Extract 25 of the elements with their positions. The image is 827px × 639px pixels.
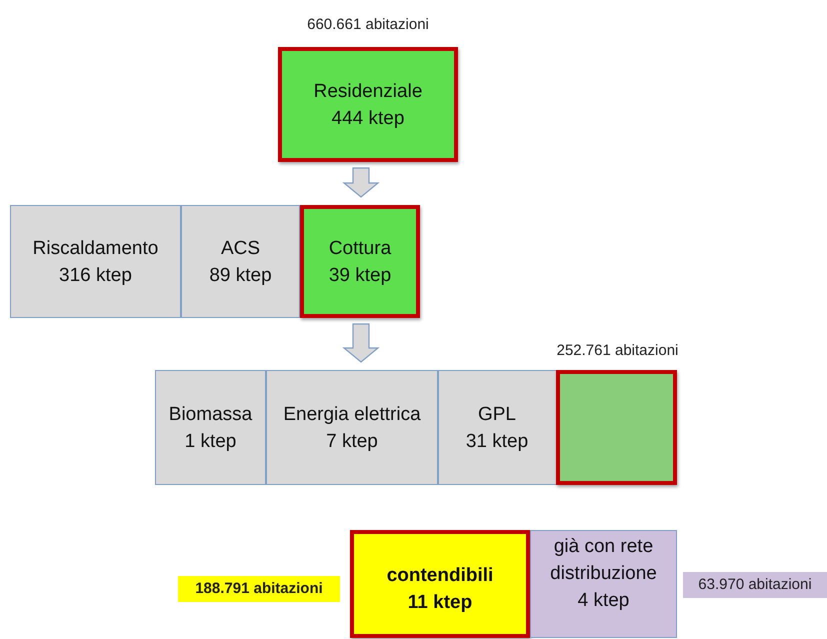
block-arrow	[342, 167, 380, 198]
box-label: ACS 89 ktep	[208, 236, 273, 288]
box-label: già con rete distribuzione 4 ktep	[549, 535, 658, 613]
category-box	[350, 530, 530, 638]
dwelling-count-label: 63.970 abitazioni	[683, 572, 827, 598]
dwelling-count-label: 188.791 abitazioni	[178, 576, 340, 602]
box-label: Residenziale 444 ktep	[312, 80, 424, 130]
box-label: Cottura 39 ktep	[328, 236, 392, 288]
box-label: Energia elettrica 7 ktep	[282, 402, 422, 454]
box-label: Biomassa 1 ktep	[168, 402, 254, 454]
category-box	[278, 47, 458, 162]
category-box	[530, 530, 677, 638]
box-label: contendibili 11 ktep	[386, 564, 494, 615]
category-box	[10, 205, 181, 318]
box-label: GPL 31 ktep	[464, 402, 530, 454]
category-box	[300, 205, 420, 318]
category-box	[155, 370, 266, 485]
category-box	[438, 370, 677, 485]
category-box	[266, 370, 438, 485]
block-arrow	[342, 323, 380, 363]
dwelling-count-label: 660.661 abitazioni	[306, 15, 430, 35]
highlight-box	[556, 370, 677, 485]
dwelling-count-label: 252.761 abitazioni	[556, 341, 680, 361]
category-box	[181, 205, 300, 318]
box-label: Riscaldamento 316 ktep	[32, 236, 160, 288]
